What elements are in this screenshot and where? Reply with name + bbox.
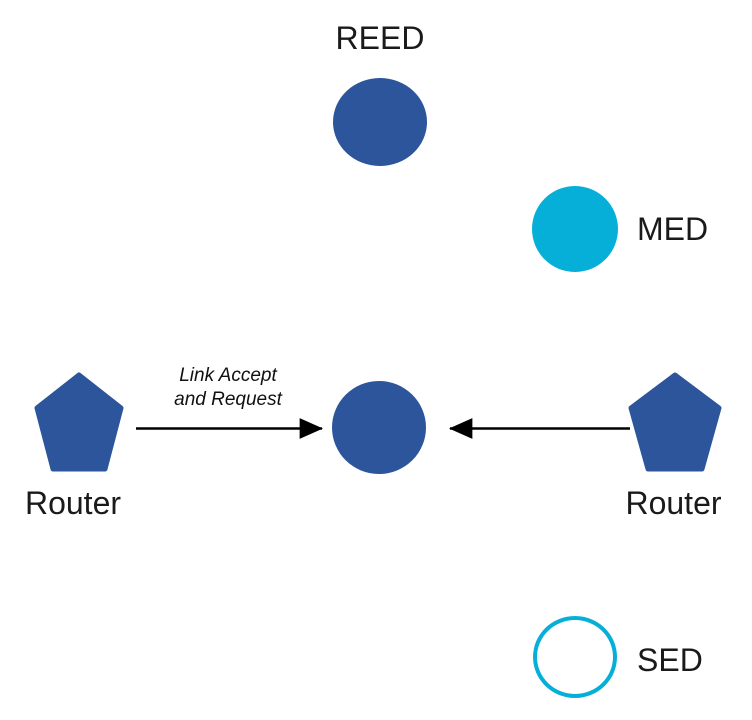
node-label-sed: SED (637, 642, 703, 678)
node-label-router-right: Router (625, 485, 722, 521)
node-label-med: MED (637, 211, 709, 247)
node-label-router-left: Router (24, 485, 122, 521)
node-router-left[interactable] (34, 372, 124, 479)
node-label-reed: REED (335, 20, 425, 56)
node-router-right[interactable] (627, 372, 723, 479)
node-sed[interactable] (533, 616, 617, 698)
pentagon-shape-icon (628, 372, 722, 472)
edge-label-link-accept-and-request: Link Accept and Request (174, 365, 282, 411)
node-leader[interactable] (332, 381, 426, 474)
node-med[interactable] (532, 186, 618, 272)
pentagon-shape-icon (34, 372, 124, 472)
node-reed[interactable] (333, 78, 427, 166)
